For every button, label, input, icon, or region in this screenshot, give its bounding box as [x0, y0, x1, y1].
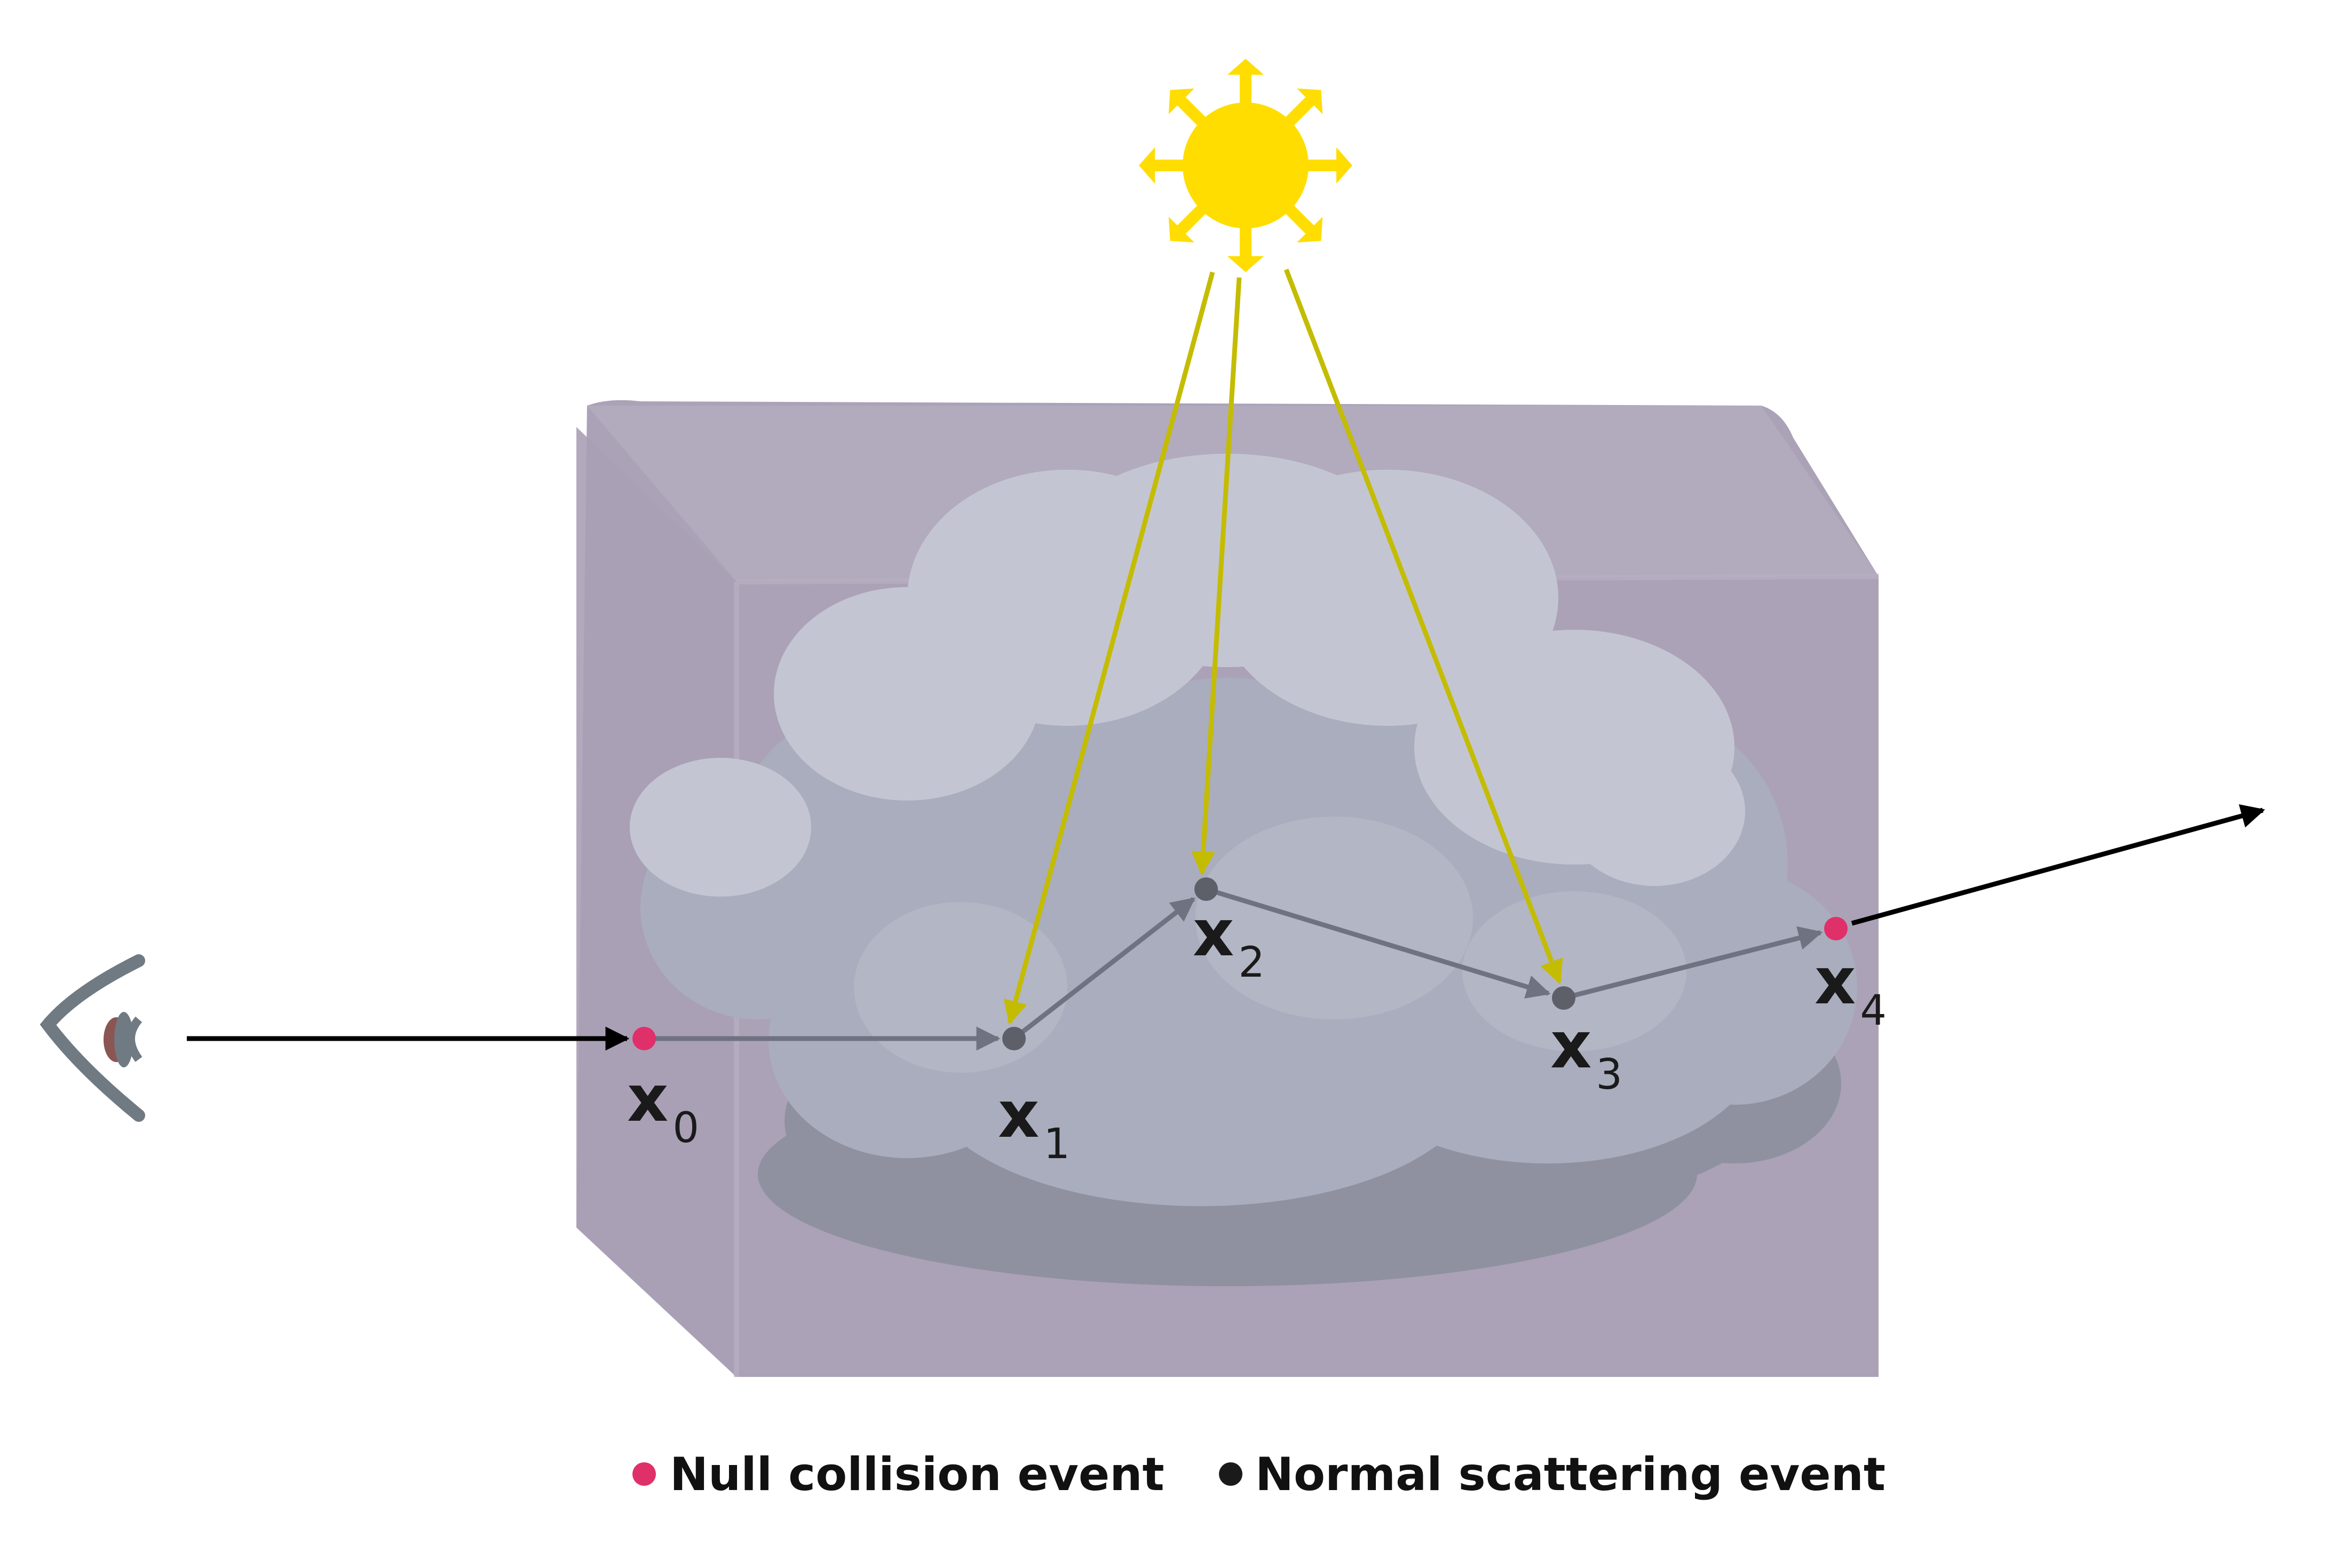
point-label-base: x — [627, 1062, 668, 1136]
scatter-point — [1002, 1027, 1026, 1050]
null-collision-point — [1824, 917, 1848, 940]
sun-ray-tip — [1227, 59, 1264, 75]
path-segment-1 — [1012, 897, 1195, 1041]
sun-ray-tip — [1168, 217, 1194, 243]
sun-ray-tip — [1297, 88, 1323, 114]
point-label-subscript: 2 — [1238, 939, 1265, 987]
eye-icon — [39, 954, 145, 1122]
sun-ray-spike — [1175, 95, 1210, 130]
sun-ray-tip — [1168, 88, 1194, 114]
point-label-base: x — [1550, 1009, 1591, 1083]
null-collision-point — [632, 1027, 656, 1050]
sun-disc — [1183, 102, 1309, 228]
sun-ray-3 — [1284, 268, 1563, 985]
point-label-base: x — [1193, 897, 1234, 971]
legend-scatter-label: Normal scattering event — [1255, 1448, 1885, 1501]
legend: Null collision event Normal scattering e… — [632, 1448, 1885, 1501]
sun-icon — [1139, 59, 1352, 272]
exit-ray — [1851, 804, 2265, 926]
point-label-base: x — [998, 1078, 1039, 1152]
sun-ray-spike — [1281, 201, 1316, 236]
sun-ray-2 — [1191, 277, 1242, 876]
legend-null-label: Null collision event — [670, 1448, 1164, 1501]
light-rays — [1003, 268, 1563, 1025]
sun-ray-tip — [1336, 147, 1352, 184]
cloud-inner-shading — [854, 817, 1686, 1073]
legend-null-marker — [632, 1462, 656, 1486]
scatter-point — [1194, 877, 1218, 901]
point-label-base: x — [1815, 945, 1856, 1019]
point-label-subscript: 3 — [1596, 1051, 1622, 1099]
sun-ray-tip — [1139, 147, 1155, 184]
point-label-subscript: 1 — [1043, 1120, 1070, 1168]
path-segment-3 — [1563, 926, 1823, 1001]
scatter-point — [1552, 986, 1575, 1010]
sun-ray-1 — [1003, 271, 1215, 1025]
sun-ray-spike — [1281, 95, 1316, 130]
sun-ray-spike — [1175, 201, 1210, 236]
cloud — [630, 454, 1857, 1286]
sun-ray-tip — [1297, 217, 1323, 243]
point-label-subscript: 4 — [1860, 987, 1887, 1035]
light-path — [644, 886, 1823, 1051]
legend-scatter-marker — [1219, 1462, 1242, 1486]
sun-ray-tip — [1227, 256, 1264, 272]
path-segment-2 — [1205, 886, 1551, 999]
cloud-highlights — [630, 454, 1745, 897]
point-label-subscript: 0 — [672, 1104, 699, 1152]
